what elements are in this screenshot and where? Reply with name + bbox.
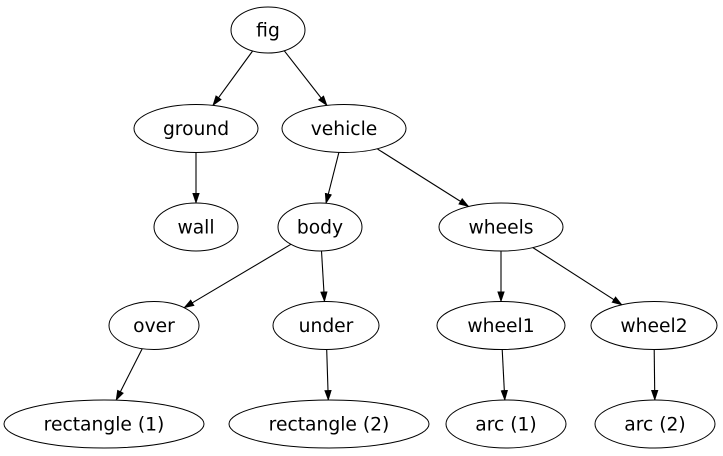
node-over: over	[108, 301, 200, 350]
node-wheel1-label: wheel1	[467, 316, 534, 337]
node-under: under	[272, 301, 380, 350]
node-wall: wall	[153, 202, 239, 252]
node-wheel2: wheel2	[590, 301, 718, 350]
node-rectangle1: rectangle (1)	[3, 399, 205, 449]
edge-body-over	[183, 243, 292, 309]
node-rectangle1-label: rectangle (1)	[44, 415, 165, 436]
node-wheel1: wheel1	[436, 301, 566, 350]
node-wheel2-label: wheel2	[620, 316, 687, 337]
node-vehicle: vehicle	[281, 104, 407, 153]
node-wall-ellipse	[153, 202, 239, 252]
node-body-label: body	[297, 218, 343, 239]
node-fig-label: fig	[256, 21, 280, 42]
node-over-ellipse	[108, 301, 200, 350]
node-wheel2-ellipse	[590, 301, 718, 350]
node-rectangle2-label: rectangle (2)	[269, 415, 390, 436]
node-rectangle1-ellipse	[3, 399, 205, 449]
node-under-ellipse	[272, 301, 380, 350]
node-wheels-label: wheels	[468, 218, 533, 239]
edge-vehicle-wheels	[377, 148, 470, 208]
node-arc2: arc (2)	[594, 399, 716, 449]
edge-wheels-wheel2	[532, 247, 623, 306]
node-rectangle2-ellipse	[228, 399, 430, 449]
node-vehicle-ellipse	[281, 104, 407, 153]
node-rectangle2: rectangle (2)	[228, 399, 430, 449]
node-arc1-ellipse	[445, 399, 567, 449]
edge-under-rectangle2	[324, 349, 332, 402]
node-ground: ground	[133, 104, 259, 153]
edge-layer	[115, 50, 659, 402]
node-fig-ellipse	[230, 6, 306, 54]
node-vehicle-label: vehicle	[311, 119, 378, 140]
edge-wheel2-arc2	[650, 349, 659, 401]
node-ground-ellipse	[133, 104, 259, 153]
node-over-label: over	[133, 316, 175, 337]
node-under-label: under	[299, 316, 354, 337]
edge-over-rectangle1	[115, 348, 143, 402]
node-arc1: arc (1)	[445, 399, 567, 449]
node-wheels-ellipse	[438, 202, 564, 252]
node-layer: fig ground vehicle wall body wheels	[3, 6, 718, 449]
edge-body-under	[320, 250, 328, 303]
edge-vehicle-body	[324, 152, 340, 205]
node-fig: fig	[230, 6, 306, 54]
node-body: body	[277, 202, 363, 252]
edge-fig-ground	[212, 50, 254, 107]
node-body-ellipse	[277, 202, 363, 252]
node-ground-label: ground	[163, 119, 229, 140]
node-wheel1-ellipse	[436, 301, 566, 350]
edge-fig-vehicle	[283, 50, 328, 107]
node-wheels: wheels	[438, 202, 564, 252]
edge-wheel1-arc1	[500, 349, 508, 402]
node-arc2-label: arc (2)	[624, 415, 685, 436]
node-arc2-ellipse	[594, 399, 716, 449]
node-arc1-label: arc (1)	[475, 415, 536, 436]
node-wall-label: wall	[177, 218, 214, 239]
